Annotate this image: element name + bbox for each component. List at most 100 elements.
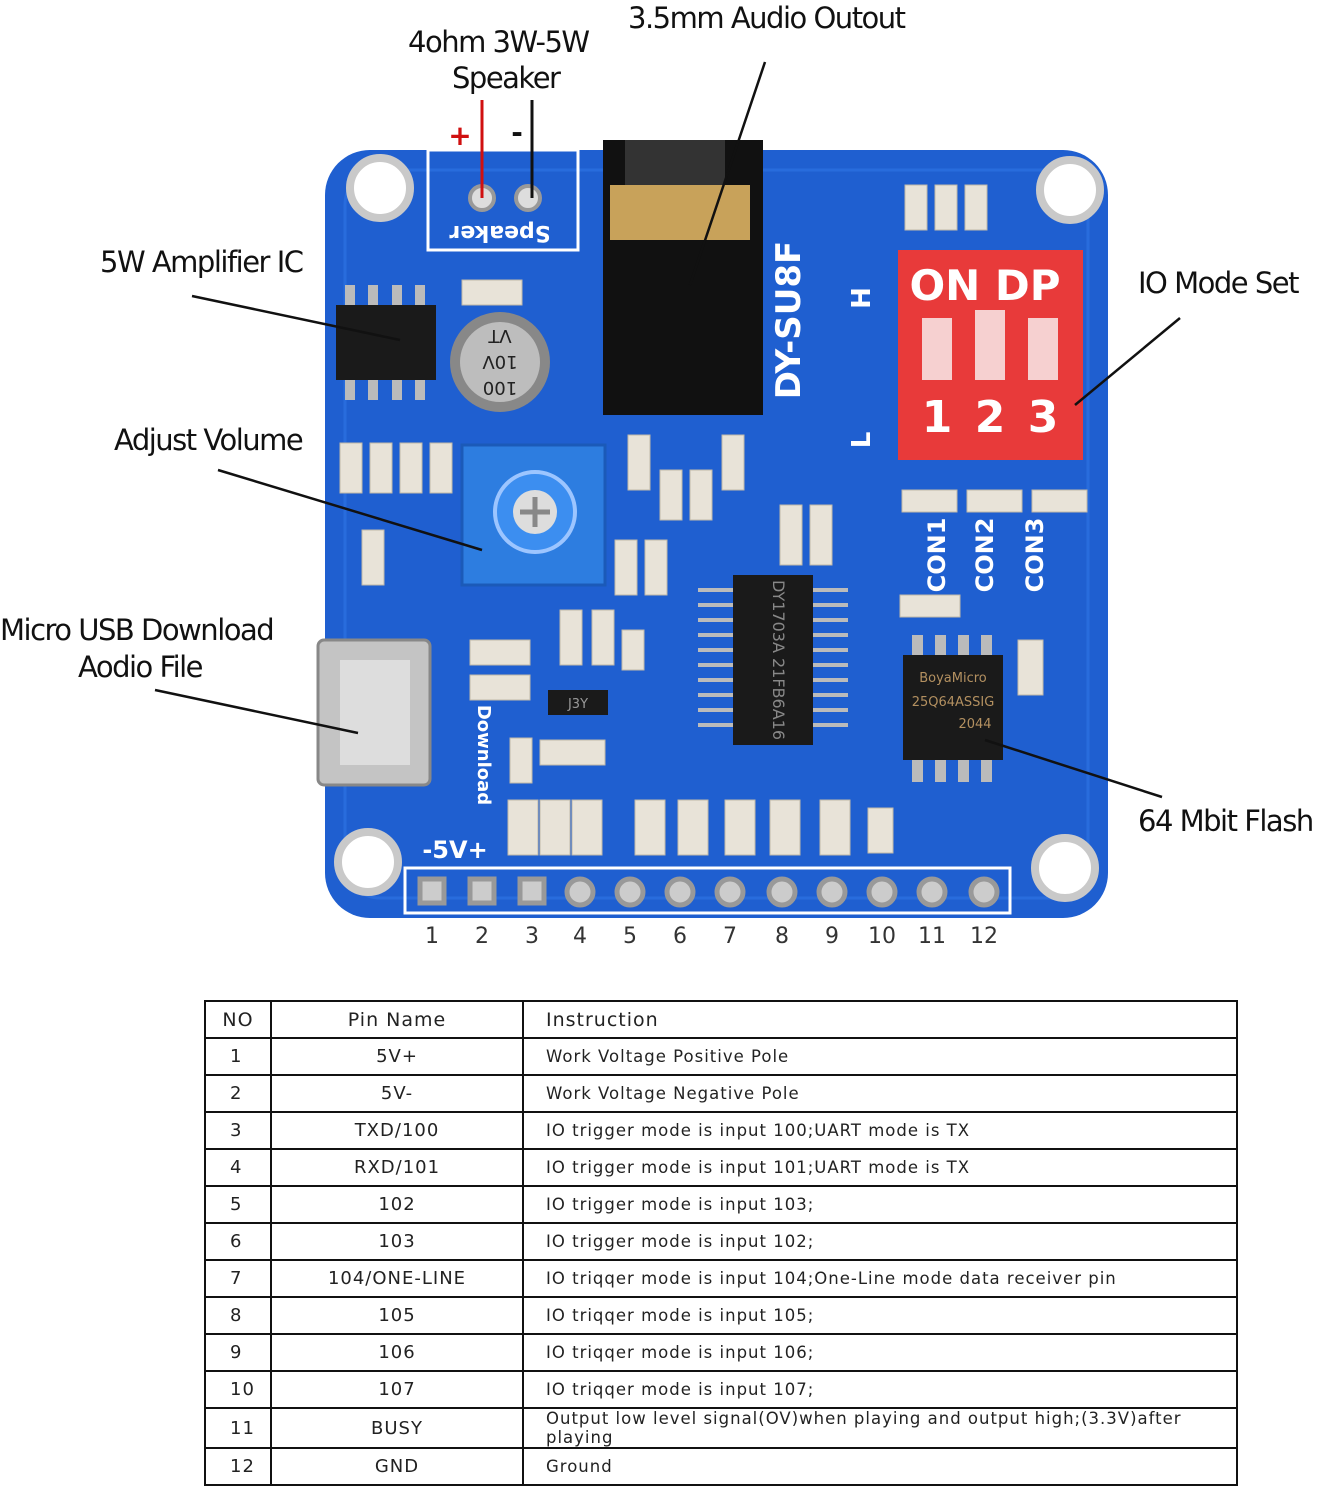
cell-no: 9	[204, 1333, 272, 1372]
speaker-plus-sign: +	[448, 119, 471, 152]
cell-no: 11	[204, 1407, 272, 1449]
board-silk-label: L	[847, 432, 877, 449]
mounting-holes	[334, 154, 1104, 902]
header-instruction: Instruction	[522, 1000, 1238, 1039]
speaker-silk: Speaker	[449, 220, 550, 245]
pin-number: 8	[775, 924, 789, 949]
header-pin	[866, 876, 898, 908]
pin-number: 2	[475, 924, 489, 949]
capacitor-series: VT	[487, 325, 511, 346]
cell-pin-name: TXD/100	[270, 1111, 524, 1150]
pin-number: 11	[918, 924, 946, 949]
board-silk-label: 25Q64ASSIG	[912, 695, 995, 710]
cell-pin-name: 103	[270, 1222, 524, 1261]
callout-flash: 64 Mbit Flash	[1138, 804, 1314, 838]
cell-instruction: IO trigger mode is input 103;	[522, 1185, 1238, 1224]
header-pin	[517, 876, 547, 906]
board-silk-label: DY1703A 21FB6A16	[769, 580, 788, 740]
header-pin	[916, 876, 948, 908]
cell-no: 8	[204, 1296, 272, 1335]
board-silk-label: CON1	[923, 518, 951, 593]
header-pin	[968, 876, 1000, 908]
board-silk-label: CON2	[971, 518, 999, 593]
amplifier-ic	[336, 305, 436, 380]
cell-pin-name: BUSY	[270, 1407, 524, 1449]
cell-pin-name: RXD/101	[270, 1148, 524, 1187]
header-pin	[714, 876, 746, 908]
cell-instruction: IO triqqer mode is input 104;One-Line mo…	[522, 1259, 1238, 1298]
callout-usb-line1: Micro USB Download	[0, 613, 275, 647]
cell-instruction: IO trigger mode is input 100;UART mode i…	[522, 1111, 1238, 1150]
header-pin	[614, 876, 646, 908]
board-silk-label: BoyaMicro	[919, 671, 987, 686]
pin-number: 10	[868, 924, 896, 949]
cell-pin-name: GND	[270, 1447, 524, 1486]
board-silk-label: 2	[975, 392, 1006, 443]
board-silk-label: 3	[1028, 392, 1059, 443]
callout-amplifier: 5W Amplifier IC	[100, 245, 304, 279]
pin-number: 4	[573, 924, 587, 949]
board-silk-label: Download	[473, 705, 494, 805]
board-silk-label: 1	[922, 392, 953, 443]
flash-chip	[903, 655, 1003, 760]
model-silk: DY-SU8F	[769, 241, 809, 399]
header-pin	[467, 876, 497, 906]
header-pin	[564, 876, 596, 908]
callout-speaker-line1: 4ohm 3W-5W	[408, 25, 590, 59]
cell-no: 4	[204, 1148, 272, 1187]
pin-number: 5	[623, 924, 637, 949]
pin-number: 12	[970, 924, 998, 949]
callout-speaker-line2: Speaker	[452, 61, 561, 95]
header-pin	[766, 876, 798, 908]
cell-pin-name: 106	[270, 1333, 524, 1372]
leader-lines	[154, 61, 1181, 799]
cell-instruction: Ground	[522, 1447, 1238, 1486]
cell-pin-name: 104/ONE-LINE	[270, 1259, 524, 1298]
smd-components	[339, 184, 1088, 856]
pcb-board-illustration: Speaker 100 10V VT DY-SU8F H L ON DP 1 2…	[154, 61, 1181, 918]
transistor	[548, 690, 608, 715]
pin-header	[417, 876, 1000, 908]
callout-usb-line2: Aodio File	[78, 650, 204, 684]
cell-instruction: Output low level signal(OV)when playing …	[522, 1407, 1238, 1449]
speaker-minus-sign: -	[511, 116, 523, 149]
pin-number: 7	[723, 924, 737, 949]
callout-io-mode: IO Mode Set	[1138, 266, 1299, 300]
table-header-row: NO Pin Name Instruction	[204, 1000, 1238, 1039]
capacitor-voltage: 10V	[482, 351, 518, 372]
cell-no: 3	[204, 1111, 272, 1150]
cell-instruction: IO trigger mode is input 102;	[522, 1222, 1238, 1261]
cell-instruction: Work Voltage Positive Pole	[522, 1037, 1238, 1076]
cell-instruction: IO triqqer mode is input 107;	[522, 1370, 1238, 1409]
capacitor-value: 100	[483, 377, 517, 398]
cell-no: 6	[204, 1222, 272, 1261]
pin-number: 1	[425, 924, 439, 949]
cell-instruction: IO triqqer mode is input 106;	[522, 1333, 1238, 1372]
cell-pin-name: 105	[270, 1296, 524, 1335]
board-silk-label: J3Y	[567, 697, 588, 712]
header-no: NO	[204, 1000, 272, 1039]
cell-instruction: IO triqqer mode is input 105;	[522, 1296, 1238, 1335]
header-pin	[816, 876, 848, 908]
board-silk-label: -5V+	[422, 836, 487, 864]
cell-no: 7	[204, 1259, 272, 1298]
pin-number: 3	[525, 924, 539, 949]
cell-no: 10	[204, 1370, 272, 1409]
cell-instruction: IO trigger mode is input 101;UART mode i…	[522, 1148, 1238, 1187]
cell-pin-name: 102	[270, 1185, 524, 1224]
pin-number: 9	[825, 924, 839, 949]
cell-no: 12	[204, 1447, 272, 1486]
cell-pin-name: 5V+	[270, 1037, 524, 1076]
cell-pin-name: 5V-	[270, 1074, 524, 1113]
cell-no: 2	[204, 1074, 272, 1113]
